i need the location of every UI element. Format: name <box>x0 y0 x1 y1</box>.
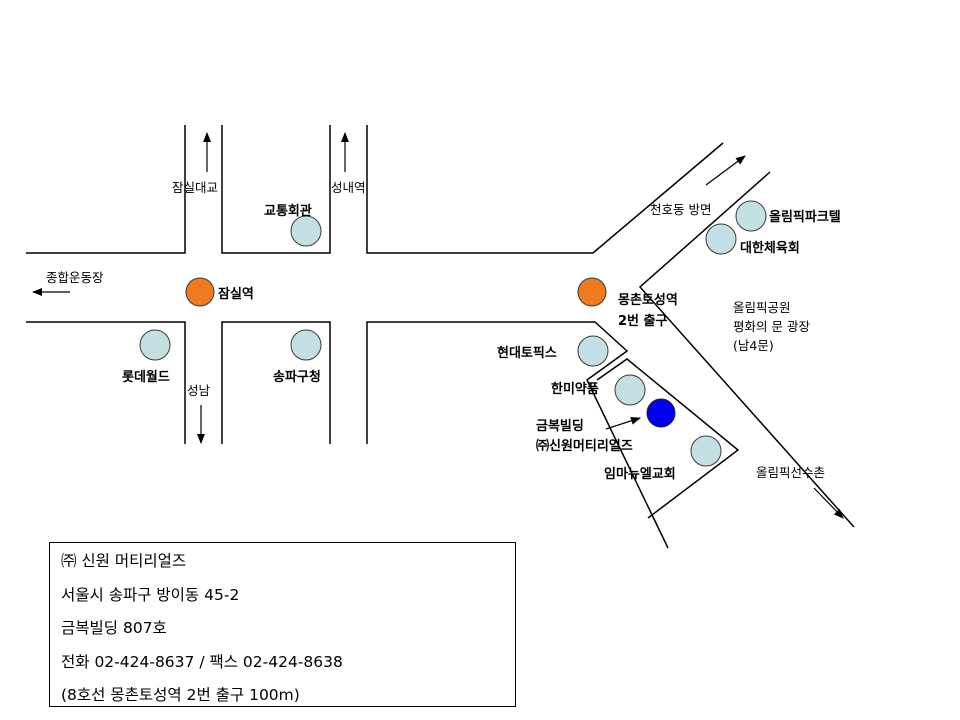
info-address: 서울시 송파구 방이동 45-2 <box>61 585 240 604</box>
korea-sports-council-label: 대한체육회 <box>740 240 800 256</box>
station-mongchon-exit-label: 2번 출구 <box>618 313 667 329</box>
olympic-park-gate-label: 평화의 문 광장 <box>733 319 810 334</box>
transport-hall-marker <box>290 215 322 247</box>
transport-hall-label: 교통회관 <box>264 203 312 219</box>
olympic-park-label: 올림픽공원 <box>733 300 791 315</box>
info-directions: (8호선 몽촌토성역 2번 출구 100m) <box>61 686 300 704</box>
info-building-room: 금복빌딩 807호 <box>61 619 167 637</box>
hanmi-pharm-marker <box>614 374 646 406</box>
lotte-world-label: 롯데월드 <box>122 369 170 385</box>
station-mongchon-marker <box>577 277 607 307</box>
arrow-southeast-olympic-village <box>813 487 844 519</box>
label-olympic-village: 올림픽선수촌 <box>756 465 825 480</box>
info-company-name: ㈜ 신원 머티리얼즈 <box>61 552 187 570</box>
station-jamsil-marker <box>185 277 215 307</box>
label-cheonho-dong: 천호동 방면 <box>650 202 711 217</box>
target-company-label: ㈜신원머티리얼즈 <box>536 438 633 454</box>
olympic-parktel-marker <box>735 200 767 232</box>
station-jamsil-label: 잠실역 <box>218 286 254 302</box>
direction-arrows <box>32 132 844 519</box>
immanuel-church-marker <box>690 435 722 467</box>
roads-jamsil-intersection <box>26 125 855 549</box>
hyundai-topics-label: 현대토픽스 <box>497 345 557 361</box>
info-phone-fax: 전화 02-424-8637 / 팩스 02-424-8638 <box>61 652 343 671</box>
target-building-marker <box>646 398 676 428</box>
korea-sports-council-marker <box>705 223 737 255</box>
arrow-target-building <box>605 416 641 430</box>
hyundai-topics-marker <box>577 335 609 367</box>
label-seongnam: 성남 <box>187 383 211 398</box>
songpa-office-marker <box>290 329 322 361</box>
olympic-park-south-gate-label: (남4문) <box>733 338 774 353</box>
hanmi-pharm-label: 한미약품 <box>551 381 599 397</box>
target-building-label: 금복빌딩 <box>536 418 584 434</box>
immanuel-church-label: 임마뉴엘교회 <box>604 466 676 482</box>
songpa-office-label: 송파구청 <box>273 369 321 385</box>
label-sports-complex: 종합운동장 <box>46 270 104 285</box>
arrow-northeast-cheonho <box>705 155 746 186</box>
olympic-parktel-label: 올림픽파크텔 <box>769 209 841 225</box>
lotte-world-marker <box>139 329 171 361</box>
company-info-box: ㈜ 신원 머티리얼즈 서울시 송파구 방이동 45-2 금복빌딩 807호 전화… <box>49 542 516 707</box>
label-seongnae-station: 성내역 <box>331 180 366 195</box>
label-jamsil-bridge: 잠실대교 <box>172 180 218 195</box>
station-mongchon-label: 몽촌토성역 <box>618 292 678 308</box>
